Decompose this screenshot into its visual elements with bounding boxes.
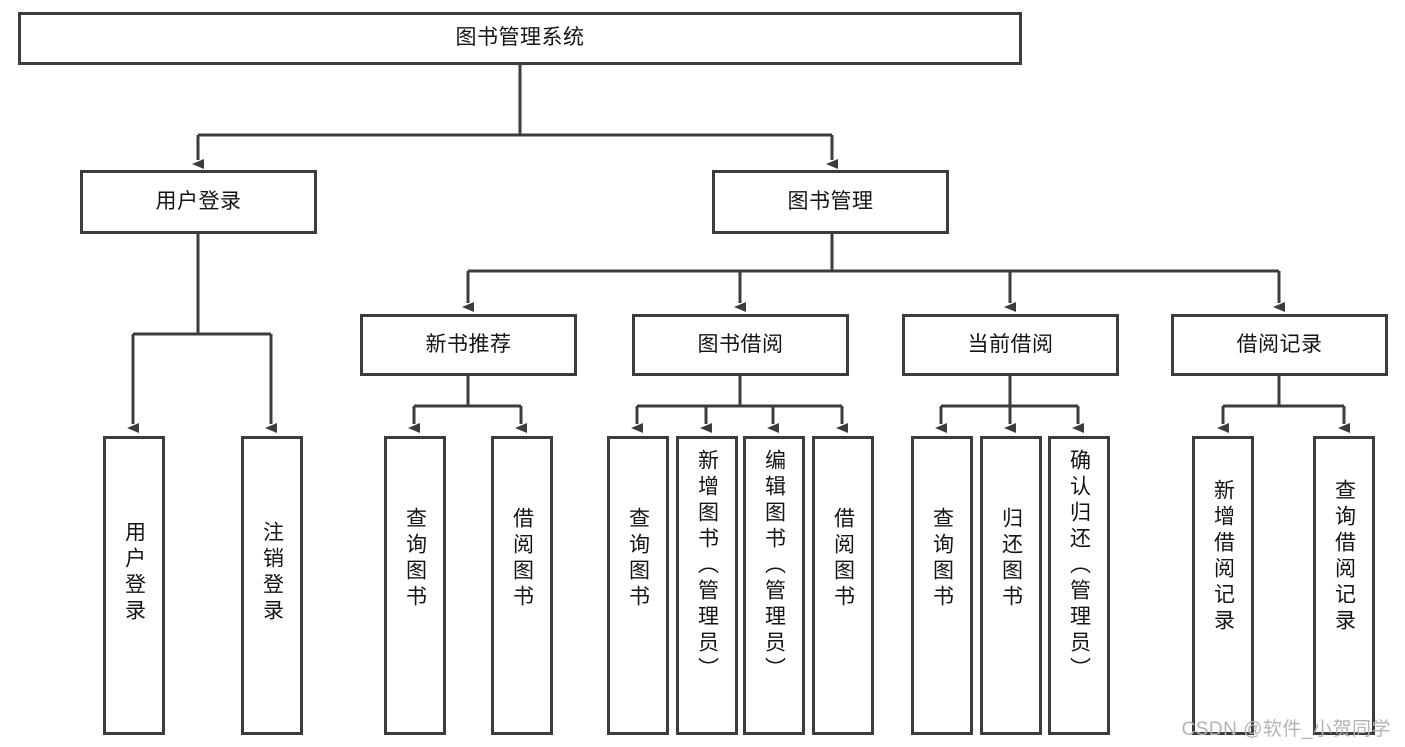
node-leaf-query-book-1-label: 查询图书 bbox=[403, 507, 427, 611]
node-leaf-logout-label: 注销登录 bbox=[260, 521, 284, 625]
node-leaf-return-book[interactable]: 归还图书 bbox=[980, 436, 1042, 735]
node-borrow-record[interactable]: 借阅记录 bbox=[1171, 314, 1388, 376]
node-book-borrow-label: 图书借阅 bbox=[697, 332, 784, 356]
node-leaf-query-book-2-label: 查询图书 bbox=[626, 507, 650, 611]
node-user-login[interactable]: 用户登录 bbox=[80, 170, 317, 234]
node-leaf-add-record[interactable]: 新增借阅记录 bbox=[1192, 436, 1254, 735]
node-leaf-add-book-label: 新增图书（管理员） bbox=[695, 449, 719, 683]
node-leaf-borrow-book-2[interactable]: 借阅图书 bbox=[812, 436, 874, 735]
node-leaf-query-book-3[interactable]: 查询图书 bbox=[911, 436, 973, 735]
node-leaf-query-record-label: 查询借阅记录 bbox=[1332, 479, 1356, 635]
node-leaf-query-book-1[interactable]: 查询图书 bbox=[384, 436, 446, 735]
node-root-label: 图书管理系统 bbox=[455, 26, 585, 50]
node-leaf-add-book[interactable]: 新增图书（管理员） bbox=[676, 436, 738, 735]
node-leaf-return-book-label: 归还图书 bbox=[999, 507, 1023, 611]
node-user-login-label: 用户登录 bbox=[155, 189, 242, 213]
node-new-book-rec-label: 新书推荐 bbox=[425, 332, 512, 356]
node-leaf-user-login[interactable]: 用户登录 bbox=[103, 436, 165, 735]
node-current-borrow-label: 当前借阅 bbox=[967, 332, 1054, 356]
node-book-borrow[interactable]: 图书借阅 bbox=[632, 314, 849, 376]
node-leaf-user-login-label: 用户登录 bbox=[122, 521, 146, 625]
node-leaf-borrow-book-1-label: 借阅图书 bbox=[510, 507, 534, 611]
node-leaf-borrow-book-2-label: 借阅图书 bbox=[831, 507, 855, 611]
node-current-borrow[interactable]: 当前借阅 bbox=[902, 314, 1119, 376]
node-leaf-edit-book-label: 编辑图书（管理员） bbox=[762, 449, 786, 683]
node-borrow-record-label: 借阅记录 bbox=[1236, 332, 1323, 356]
node-book-manage-label: 图书管理 bbox=[787, 189, 874, 213]
node-root[interactable]: 图书管理系统 bbox=[18, 12, 1022, 65]
node-leaf-confirm-return[interactable]: 确认归还（管理员） bbox=[1048, 436, 1110, 735]
node-leaf-edit-book[interactable]: 编辑图书（管理员） bbox=[743, 436, 805, 735]
node-leaf-query-record[interactable]: 查询借阅记录 bbox=[1313, 436, 1375, 735]
node-leaf-logout[interactable]: 注销登录 bbox=[241, 436, 303, 735]
node-leaf-borrow-book-1[interactable]: 借阅图书 bbox=[491, 436, 553, 735]
node-leaf-add-record-label: 新增借阅记录 bbox=[1211, 479, 1235, 635]
node-leaf-confirm-return-label: 确认归还（管理员） bbox=[1067, 449, 1091, 683]
watermark: CSDN @软件_小贺同学 bbox=[1181, 719, 1391, 740]
node-leaf-query-book-3-label: 查询图书 bbox=[930, 507, 954, 611]
node-new-book-rec[interactable]: 新书推荐 bbox=[360, 314, 577, 376]
node-leaf-query-book-2[interactable]: 查询图书 bbox=[607, 436, 669, 735]
node-book-manage[interactable]: 图书管理 bbox=[712, 170, 949, 234]
